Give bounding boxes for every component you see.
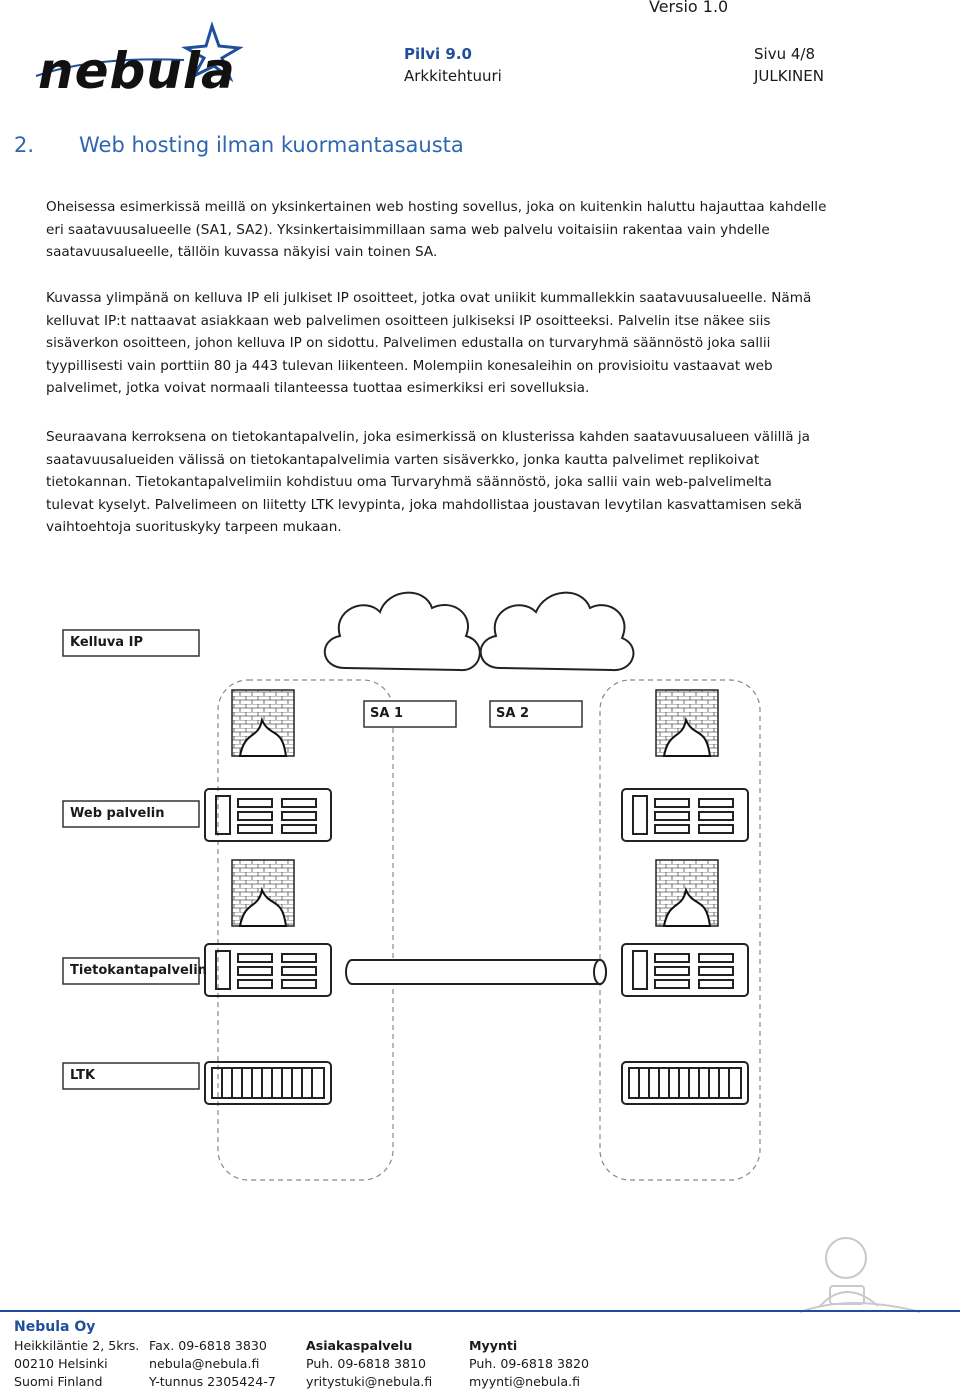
- storage-disk-icon: [204, 1061, 332, 1105]
- product-name: Pilvi 9.0: [404, 45, 472, 63]
- footer-line: nebula@nebula.fi: [149, 1356, 260, 1371]
- footer-divider: [0, 1310, 960, 1312]
- label-ltk: LTK: [70, 1068, 96, 1083]
- label-floating-ip: Kelluva IP: [70, 635, 143, 650]
- web-server-icon: [204, 788, 332, 842]
- nebula-logo: nebula: [34, 20, 244, 96]
- text-line: tyypillisesti vain porttiin 80 ja 443 tu…: [46, 357, 773, 374]
- footer-line: yritystuki@nebula.fi: [306, 1374, 433, 1389]
- star-icon: [35, 21, 244, 83]
- footer-sales: Myynti Puh. 09-6818 3820 myynti@nebula.f…: [469, 1337, 589, 1391]
- page-number: Sivu 4/8: [754, 45, 815, 63]
- section-number: 2.: [14, 133, 35, 157]
- firewall-icon: [655, 859, 719, 927]
- brand-wordmark: nebula: [38, 42, 236, 100]
- web-server-icon: [621, 788, 749, 842]
- replication-network-pipe: [345, 959, 607, 985]
- text-line: palvelimet, jotka voivat normaali tilant…: [46, 380, 590, 396]
- text-line: kelluvat IP:t nattaavat asiakkaan web pa…: [46, 312, 771, 329]
- page-title: Web hosting ilman kuormantasausta: [79, 133, 464, 157]
- text-line: Oheisessa esimerkissä meillä on yksinker…: [46, 199, 827, 215]
- classification: JULKINEN: [754, 67, 824, 85]
- mascot-illustration: [799, 1237, 921, 1313]
- version-text: Versio 1.0: [649, 0, 729, 16]
- footer-company: Nebula Oy: [14, 1319, 96, 1335]
- label-box: [62, 1062, 200, 1090]
- text-line: vaihtoehtoja suorituskyky tarpeen mukaan…: [46, 519, 342, 535]
- footer-support-heading: Asiakaspalvelu: [306, 1338, 413, 1353]
- text-line: sisäverkon osoitteen, johon kelluva IP o…: [46, 335, 771, 351]
- footer-line: Puh. 09-6818 3810: [306, 1356, 427, 1371]
- cloud-icon: [323, 591, 481, 672]
- label-box: [489, 700, 583, 728]
- label-web-server: Web palvelin: [70, 806, 165, 821]
- label-sa2: SA 2: [496, 706, 529, 721]
- text-line: tietokannan. Tietokantapalvelimiin kohdi…: [46, 474, 772, 490]
- firewall-icon: [231, 859, 295, 927]
- label-box: [62, 629, 200, 657]
- availability-zone-2: [599, 679, 761, 1181]
- section-name: Arkkitehtuuri: [404, 67, 502, 85]
- text-line: Seuraavana kerroksena on tietokantapalve…: [46, 429, 810, 445]
- storage-disk-icon: [621, 1061, 749, 1105]
- footer-line: Fax. 09-6818 3830: [149, 1338, 267, 1353]
- text-line: tulevat kyselyt. Palvelimeen on liitetty…: [46, 496, 803, 513]
- database-server-icon: [204, 943, 332, 997]
- footer-line: Y-tunnus 2305424-7: [149, 1374, 276, 1389]
- paragraph-database: Seuraavana kerroksena on tietokantapalve…: [46, 426, 854, 539]
- footer-line: Puh. 09-6818 3820: [469, 1356, 590, 1371]
- label-box: [62, 800, 200, 828]
- paragraph-intro: Oheisessa esimerkissä meillä on yksinker…: [46, 196, 854, 264]
- footer-line: myynti@nebula.fi: [469, 1374, 581, 1389]
- footer-address: Heikkiläntie 2, 5krs. 00210 Helsinki Suo…: [14, 1337, 139, 1391]
- footer-sales-heading: Myynti: [469, 1338, 518, 1353]
- availability-zone-1: [217, 679, 394, 1181]
- paragraph-floating-ip: Kuvassa ylimpänä on kelluva IP eli julki…: [46, 287, 854, 400]
- label-box: [363, 700, 457, 728]
- footer-support: Asiakaspalvelu Puh. 09-6818 3810 yrityst…: [306, 1337, 432, 1391]
- text-line: eri saatavuusalueelle (SA1, SA2). Yksink…: [46, 221, 770, 238]
- footer-contact: Fax. 09-6818 3830 nebula@nebula.fi Y-tun…: [149, 1337, 276, 1391]
- label-sa1: SA 1: [370, 706, 403, 721]
- footer-line: 00210 Helsinki: [14, 1356, 108, 1371]
- text-line: saatavuusalueiden välissä on tietokantap…: [46, 451, 760, 468]
- footer-line: Heikkiläntie 2, 5krs.: [14, 1338, 140, 1353]
- label-db-server: Tietokantapalvelin: [70, 963, 207, 978]
- firewall-icon: [655, 689, 719, 757]
- footer-line: Suomi Finland: [14, 1374, 103, 1389]
- text-line: saatavuusalueelle, tällöin kuvassa näkyi…: [46, 244, 438, 260]
- firewall-icon: [231, 689, 295, 757]
- cloud-icon: [479, 591, 635, 672]
- database-server-icon: [621, 943, 749, 997]
- label-box: [62, 957, 200, 985]
- text-line: Kuvassa ylimpänä on kelluva IP eli julki…: [46, 290, 812, 306]
